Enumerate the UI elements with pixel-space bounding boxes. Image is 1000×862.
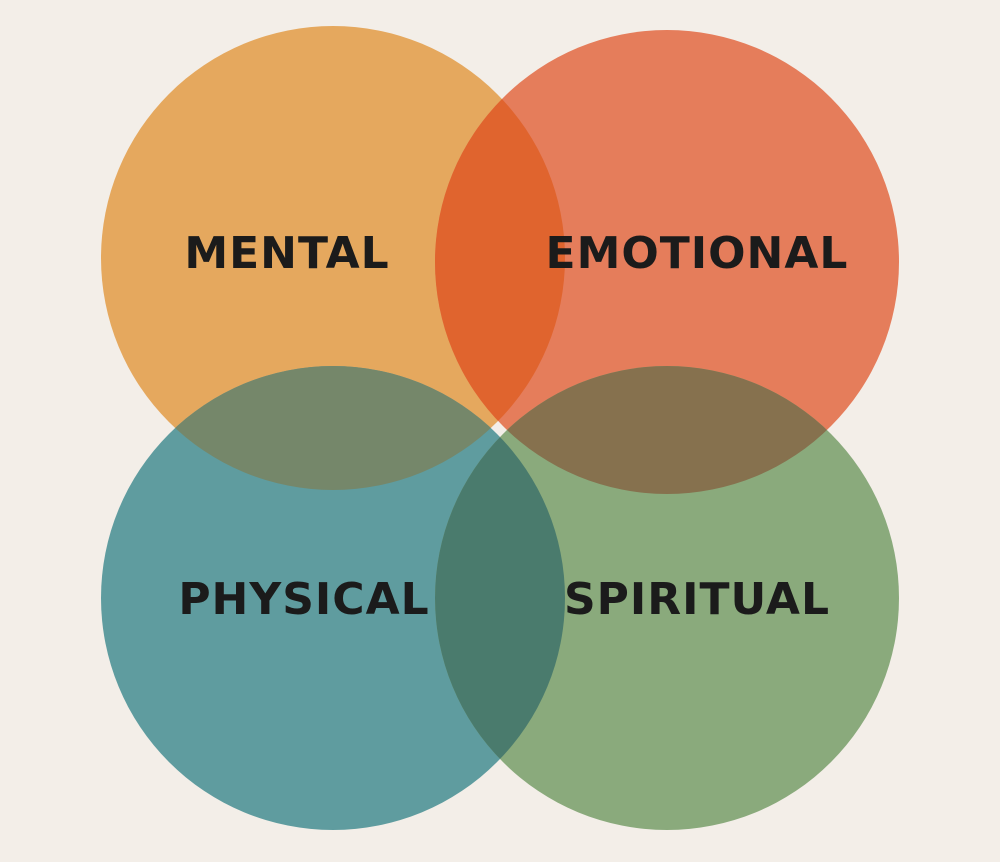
mental-circle xyxy=(101,26,565,490)
physical-label: PHYSICAL xyxy=(178,574,429,625)
emotional-label: EMOTIONAL xyxy=(546,228,849,279)
spiritual-label: SPIRITUAL xyxy=(564,574,830,625)
physical-circle xyxy=(101,366,565,830)
mental-label: MENTAL xyxy=(184,228,389,279)
emotional-circle xyxy=(435,30,899,494)
spiritual-circle xyxy=(435,366,899,830)
